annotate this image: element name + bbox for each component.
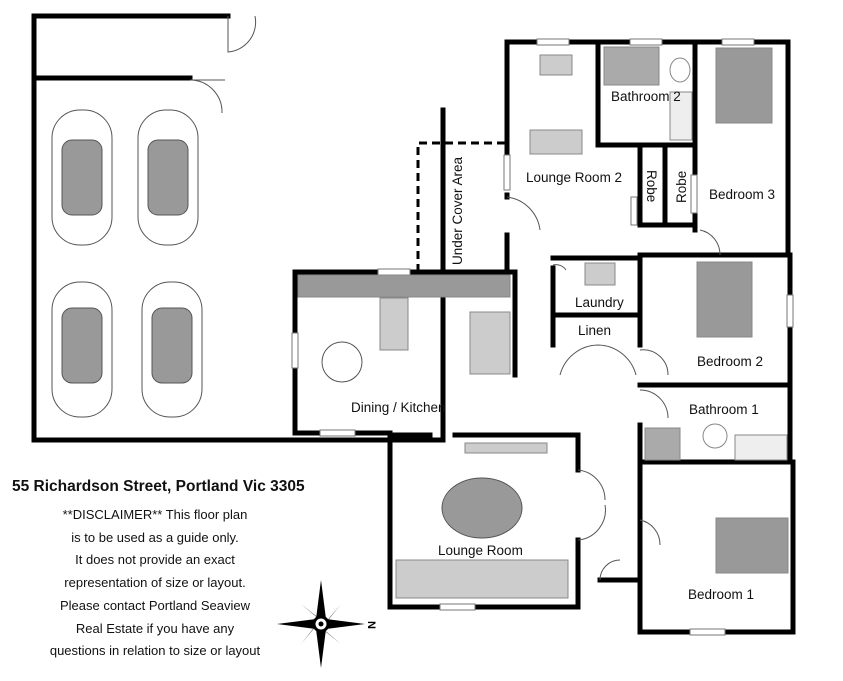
room-label-bedroom-3: Bedroom 3 — [709, 187, 775, 202]
room-label-bedroom-1: Bedroom 1 — [688, 587, 754, 602]
room-label-lounge: Lounge Room — [438, 543, 523, 558]
shower-icon — [603, 46, 660, 86]
bed-icon — [696, 261, 753, 338]
disclaimer-line: is to be used as a guide only. — [71, 529, 239, 545]
room-label-bedroom-2: Bedroom 2 — [697, 354, 763, 369]
bed-icon — [715, 47, 773, 124]
rug-icon — [441, 477, 523, 539]
bath-icon — [734, 434, 788, 461]
room-label-robe: Robe — [674, 171, 689, 203]
room-label-laundry: Laundry — [575, 295, 624, 310]
disclaimer-line: **DISCLAIMER** This floor plan — [62, 507, 248, 522]
disclaimer-line: Real Estate if you have any — [75, 620, 235, 636]
tv-icon — [539, 54, 573, 76]
laundry-tub-icon — [584, 262, 616, 286]
disclaimer-line: Please contact Portland Seaview — [59, 597, 251, 613]
toilet-icon — [702, 423, 728, 449]
disclaimer: **DISCLAIMER** This floor plan is to be … — [30, 504, 280, 663]
room-label-bathroom-1: Bathroom 1 — [689, 402, 759, 417]
disclaimer-line: questions in relation to size or layout — [49, 643, 261, 659]
room-label-dining-kitchen: Dining / Kitchen — [351, 400, 446, 415]
room-label-lounge-2: Lounge Room 2 — [526, 170, 622, 185]
room-label-robe: Robe — [644, 170, 659, 202]
under-cover-outline — [416, 141, 507, 272]
compass-icon: N — [277, 580, 377, 668]
stove-icon — [469, 311, 511, 375]
dining-table-icon — [321, 341, 363, 383]
door-swings — [506, 196, 721, 581]
basin-icon — [669, 91, 693, 141]
bed-icon — [715, 517, 789, 574]
room-label-linen: Linen — [578, 323, 611, 338]
door-swing — [227, 15, 257, 53]
room-label-under-cover: Under Cover Area — [450, 156, 465, 265]
sofa-icon — [395, 559, 569, 599]
shower-icon — [644, 427, 681, 461]
garage — [31, 13, 446, 443]
disclaimer-line: representation of size or layout. — [64, 575, 246, 591]
sofa-icon — [529, 129, 583, 155]
tv-unit-icon — [464, 442, 548, 454]
car-icons — [51, 109, 203, 418]
property-address: 55 Richardson Street, Portland Vic 3305 — [12, 478, 305, 495]
fixtures — [297, 46, 789, 599]
room-label-bathroom-2: Bathroom 2 — [611, 89, 681, 104]
compass-north-label: N — [365, 621, 377, 629]
door-swing — [189, 79, 225, 114]
kitchen-counter — [297, 274, 511, 298]
toilet-icon — [669, 57, 691, 83]
disclaimer-line: It does not provide an exact — [75, 552, 235, 568]
windows — [291, 38, 794, 636]
sink-icon — [379, 297, 409, 351]
